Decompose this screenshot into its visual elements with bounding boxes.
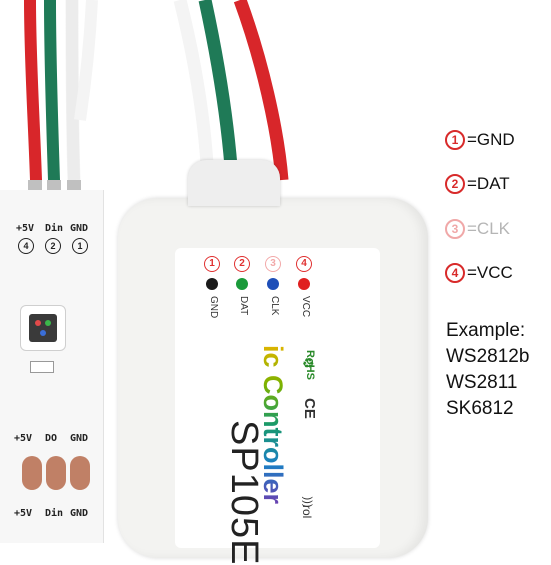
legend-item-clk: 3 =CLK: [445, 217, 510, 241]
strip-mid-label-do: DO: [45, 433, 58, 444]
strip-number-2: 2: [45, 238, 61, 254]
product-photo: +5V Din GND 4 2 1 +5V DO GND +5V Din GND…: [14, 0, 530, 565]
legend-text-gnd: =GND: [467, 130, 515, 149]
port-number-1: 1: [204, 256, 220, 272]
legend-text-vcc: =VCC: [467, 263, 513, 282]
strip-wire-white: [66, 0, 80, 186]
legend-number-3: 3: [445, 219, 465, 239]
wires: [24, 0, 289, 194]
legend-item-vcc: 4 =VCC: [445, 261, 513, 285]
port-number-2: 2: [234, 256, 250, 272]
controller-subtitle: ic Controller: [258, 345, 288, 505]
ctrl-wire-white: [173, 0, 215, 181]
led-chip: [20, 305, 66, 351]
solder-pad-5v: [22, 456, 42, 490]
port-label-clk: CLK: [269, 296, 280, 316]
example-model-2: WS2811: [446, 372, 518, 393]
example-model-3: SK6812: [446, 398, 514, 419]
port-number-3: 3: [265, 256, 281, 272]
led-dot-green: [45, 320, 51, 326]
legend-item-gnd: 1 =GND: [445, 128, 515, 152]
strip-wire-white-outline: [65, 0, 81, 181]
port-label-vcc: VCC: [300, 296, 311, 318]
solder-pad-data: [46, 456, 66, 490]
strip-bottom-label-gnd: GND: [70, 508, 89, 519]
port-dot-gnd: [206, 278, 218, 290]
controller-label: [175, 248, 380, 548]
legend-number-2: 2: [445, 174, 465, 194]
strip-bottom-label-din: Din: [45, 508, 64, 519]
strip-top-label-5v: +5V: [16, 223, 35, 234]
strip-mid-label-gnd: GND: [70, 433, 89, 444]
legend-text-dat: =DAT: [467, 174, 510, 193]
port-dot-clk: [267, 278, 279, 290]
ce-mark: CE: [301, 398, 318, 419]
ctrl-wire-green: [198, 0, 239, 181]
legend-number-4: 4: [445, 263, 465, 283]
example-title: Example:: [446, 320, 526, 341]
strip-wire-green: [44, 0, 60, 186]
strip-top-label-gnd: GND: [70, 223, 89, 234]
port-dot-dat: [236, 278, 248, 290]
wifi-icon: ))): [301, 496, 314, 508]
port-label-gnd: GND: [208, 296, 219, 319]
port-label-dat: DAT: [238, 296, 249, 316]
cable-grommet: [188, 160, 280, 206]
example-model-1: WS2812b: [446, 346, 530, 367]
recycle-icon: ♻: [302, 355, 315, 371]
legend-text-clk: =CLK: [467, 219, 510, 238]
strip-number-4: 4: [18, 238, 34, 254]
strip-bottom-label-5v: +5V: [14, 508, 33, 519]
port-number-4: 4: [296, 256, 312, 272]
port-dot-vcc: [298, 278, 310, 290]
legend-number-1: 1: [445, 130, 465, 150]
resistor: [30, 361, 54, 373]
strip-wire-red: [24, 0, 42, 186]
led-dot-blue: [40, 330, 46, 336]
strip-number-1: 1: [72, 238, 88, 254]
strip-mid-label-5v: +5V: [14, 433, 33, 444]
solder-pad-gnd: [70, 456, 90, 490]
legend-item-dat: 2 =DAT: [445, 172, 510, 196]
led-chip-body: [29, 314, 57, 342]
strip-top-label-din: Din: [45, 223, 64, 234]
ctrl-wire-red: [233, 0, 289, 181]
strip-wire-white-2: [74, 0, 98, 121]
led-dot-red: [35, 320, 41, 326]
